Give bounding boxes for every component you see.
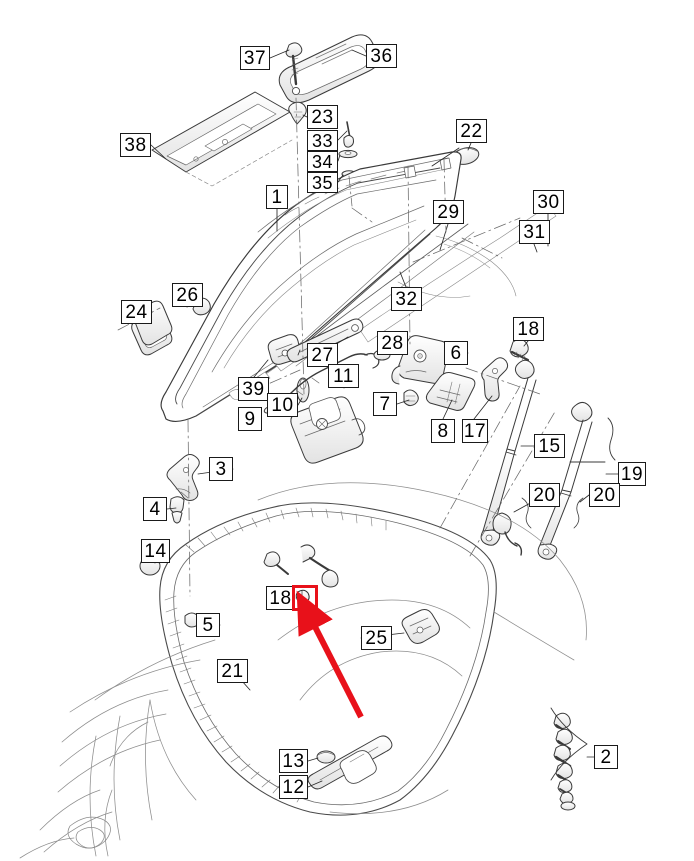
callout-18-upper[interactable]: 18 [513,317,544,341]
part-8-grip [425,372,476,411]
callout-27[interactable]: 27 [307,343,338,367]
callout-2[interactable]: 2 [594,745,618,769]
callout-38[interactable]: 38 [120,133,151,157]
callout-11[interactable]: 11 [328,364,359,388]
callout-23[interactable]: 23 [307,105,338,129]
part-18-screw-and-bracket [263,544,339,588]
part-38-trim-strip [151,91,293,187]
part-18-screw-upper [509,338,530,362]
part-6-latch [391,335,449,385]
part-19-gas-strut [537,401,616,560]
callout-29[interactable]: 29 [433,200,464,224]
callout-28[interactable]: 28 [377,331,408,355]
callout-14[interactable]: 14 [141,539,170,563]
callout-22[interactable]: 22 [456,119,487,143]
callout-37[interactable]: 37 [240,46,270,70]
callout-13[interactable]: 13 [279,749,308,773]
callout-1[interactable]: 1 [266,185,288,209]
callout-20-right[interactable]: 20 [589,483,620,507]
callout-33[interactable]: 33 [307,130,338,151]
part-27-strap [286,318,364,363]
part-21-weatherstrip [159,502,497,816]
body-shell-outline [19,482,587,859]
callout-3[interactable]: 3 [209,457,233,481]
callout-9[interactable]: 9 [238,407,262,431]
highlight-box [292,585,318,611]
callout-24[interactable]: 24 [121,300,152,324]
callout-4[interactable]: 4 [143,497,167,521]
part-15-gas-strut [480,359,537,546]
callout-8[interactable]: 8 [431,419,455,443]
part-13-lamp-cap [316,750,336,764]
part-2-fastener-kit [550,707,588,811]
callout-31[interactable]: 31 [519,220,550,244]
callout-36[interactable]: 36 [366,44,397,68]
callout-34[interactable]: 34 [307,151,338,172]
callout-30[interactable]: 30 [533,190,564,214]
callout-7[interactable]: 7 [373,392,397,416]
part-4-rivet [169,496,185,524]
part-17-bracket [481,357,509,402]
part-3-hinge [166,454,200,501]
callout-39[interactable]: 39 [238,377,269,401]
callout-32[interactable]: 32 [391,287,422,311]
part-7-nut [403,389,419,407]
part-12-lamp-bar [307,735,393,790]
part-23-clip [288,101,307,125]
callout-5[interactable]: 5 [196,613,220,637]
callout-12[interactable]: 12 [279,775,308,799]
callout-25[interactable]: 25 [361,626,392,650]
callout-10[interactable]: 10 [267,393,298,417]
part-25-bracket [401,609,440,644]
callout-15[interactable]: 15 [534,434,565,458]
part-37-screw [285,42,303,86]
callout-21[interactable]: 21 [217,659,248,683]
callout-6[interactable]: 6 [444,341,468,365]
part-33-pin [343,121,354,148]
callout-19[interactable]: 19 [618,462,646,486]
callout-20-left[interactable]: 20 [529,483,560,507]
callout-26[interactable]: 26 [172,283,203,307]
callout-17[interactable]: 17 [462,419,488,443]
callout-35[interactable]: 35 [307,172,338,193]
part-9-lock-actuator [290,396,366,464]
part-34-washer [338,149,358,159]
callout-18-lower[interactable]: 18 [266,586,295,610]
